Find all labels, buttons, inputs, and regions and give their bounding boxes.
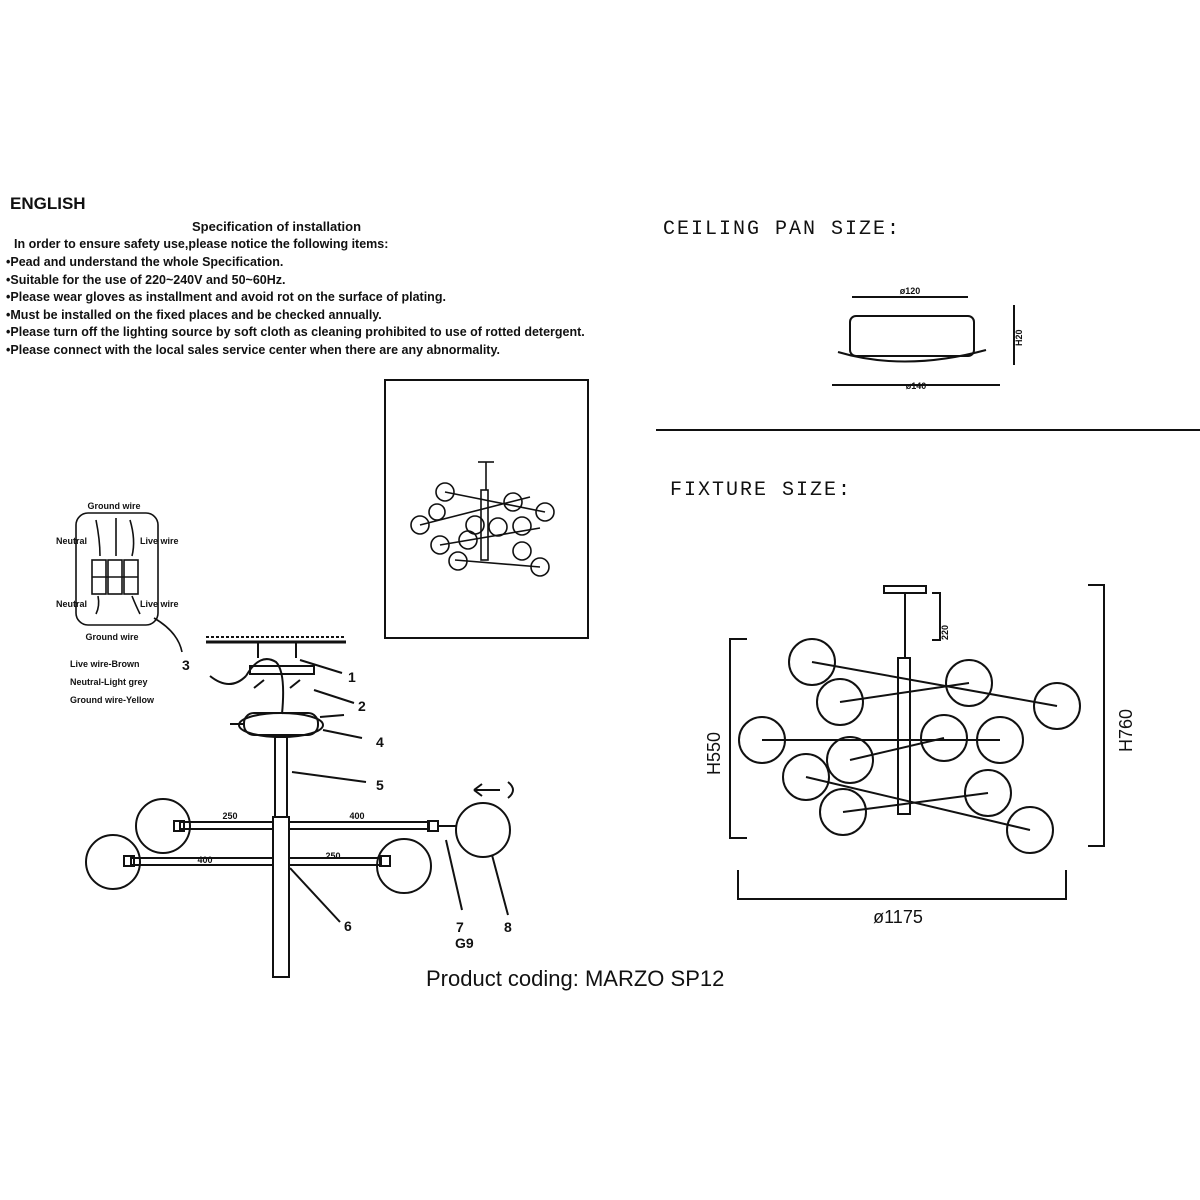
spec-notice: In order to ensure safety use,please not…	[14, 237, 389, 251]
fixture-height-total: H760	[1116, 709, 1136, 752]
spec-item: Must be installed on the fixed places an…	[6, 307, 585, 325]
wiring-legend-neutral: Neutral-Light grey	[70, 677, 148, 687]
wiring-ground-bottom-label: Ground wire	[85, 632, 138, 642]
ceiling-pan-bottom-diameter: ø140	[906, 381, 927, 391]
wiring-legend-ground: Ground wire-Yellow	[70, 695, 155, 705]
arm-dim-upper-left: 250	[222, 811, 237, 821]
part-number-3: 3	[182, 657, 190, 673]
part-number-6: 6	[344, 918, 352, 934]
spec-item: Please wear gloves as installment and av…	[6, 289, 585, 307]
wiring-diagram	[75, 512, 183, 653]
spec-item: Please turn off the lighting source by s…	[6, 324, 584, 342]
product-coding: Product coding: MARZO SP12	[426, 966, 725, 991]
preview-frame	[384, 379, 589, 639]
wiring-live-bottom-label: Live wire	[140, 599, 179, 609]
spec-item: Please connect with the local sales serv…	[6, 342, 585, 360]
part-number-2: 2	[358, 698, 366, 714]
ceiling-pan-height: H20	[1014, 329, 1024, 346]
wiring-legend-live: Live wire-Brown	[70, 659, 140, 669]
part-number-4: 4	[376, 734, 384, 750]
arm-dim-lower-left: 400	[197, 855, 212, 865]
language-heading: ENGLISH	[10, 194, 86, 213]
wiring-live-top-label: Live wire	[140, 536, 179, 546]
fixture-size-drawing	[729, 584, 1105, 900]
wiring-ground-top-label: Ground wire	[87, 501, 140, 511]
spec-item: Pead and understand the whole Specificat…	[6, 254, 585, 272]
assembly-drawing	[85, 636, 514, 978]
spec-list: Pead and understand the whole Specificat…	[6, 254, 585, 360]
spec-item: Suitable for the use of 220~240V and 50~…	[6, 272, 585, 290]
arm-dim-lower-right: 250	[325, 851, 340, 861]
bulb-type-label: G9	[455, 935, 474, 951]
spec-title: Specification of installation	[192, 219, 362, 234]
ceiling-pan-title: CEILING PAN SIZE:	[663, 218, 902, 241]
fixture-rod-length: 220	[940, 625, 950, 640]
arm-dim-upper-right: 400	[349, 811, 364, 821]
part-number-7: 7	[456, 919, 464, 935]
part-number-5: 5	[376, 777, 384, 793]
ceiling-pan-top-diameter: ø120	[900, 286, 921, 296]
wiring-neutral-top-label: Neutral	[56, 536, 87, 546]
ceiling-pan-drawing	[832, 296, 1015, 386]
wiring-neutral-bottom-label: Neutral	[56, 599, 87, 609]
preview-fixture-icon	[410, 461, 555, 577]
part-number-1: 1	[348, 669, 356, 685]
fixture-diameter: ø1175	[873, 907, 923, 927]
part-number-8: 8	[504, 919, 512, 935]
fixture-size-title: FIXTURE SIZE:	[670, 479, 853, 502]
fixture-height-body: H550	[704, 732, 724, 775]
